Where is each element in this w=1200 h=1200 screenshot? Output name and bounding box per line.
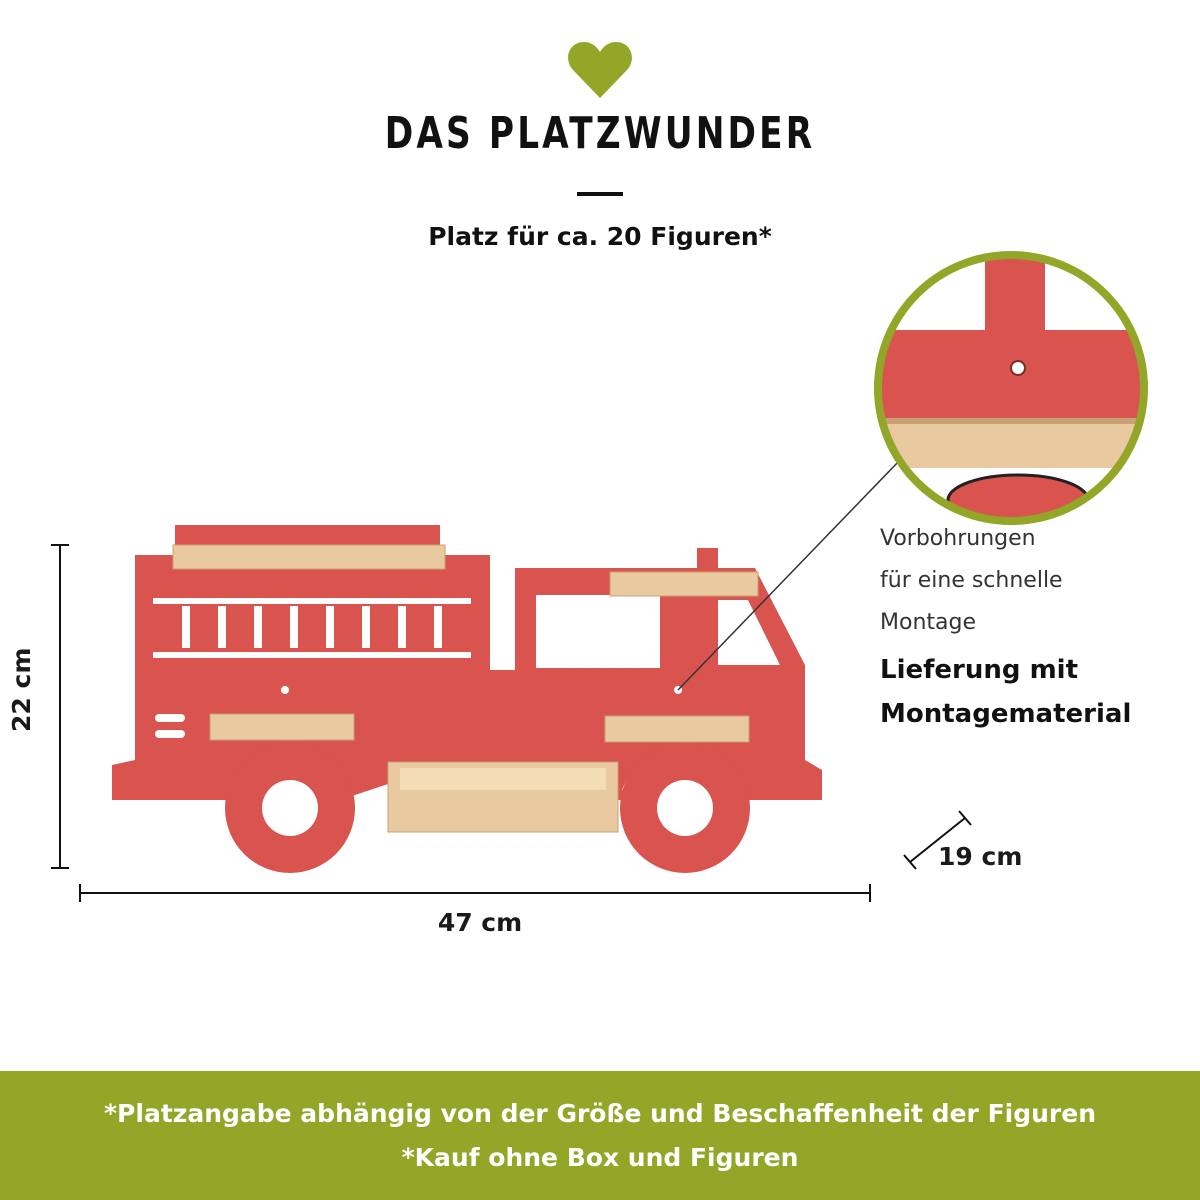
width-label: 47 cm [437,908,523,937]
mounting-callout: Vorbohrungen für eine schnelle Montage [880,518,1063,644]
delivery-line-2: Montagematerial [880,699,1132,729]
mounting-hole-zoom [881,258,1141,518]
page-title: DAS PLATZWUNDER [384,108,816,159]
heart-icon [568,42,632,98]
delivery-note: Lieferung mit Montagematerial [880,648,1131,736]
callout-line-3: Montage [880,610,976,635]
delivery-line-1: Lieferung mit [880,655,1078,685]
page-subtitle: Platz für ca. 20 Figuren* [428,222,772,251]
windshield [718,600,780,665]
callout-line-1: Vorbohrungen [880,526,1036,551]
footer-banner: *Platzangabe abhängig von der Größe und … [0,1071,1200,1200]
ladder-rungs [182,606,442,648]
depth-label: 19 cm [938,842,1023,871]
title-divider [577,192,623,196]
callout-line-2: für eine schnelle [880,568,1063,593]
cab-window [536,595,660,668]
footer-note-2: *Kauf ohne Box und Figuren [401,1143,799,1172]
height-label: 22 cm [7,647,36,732]
footer-note-1: *Platzangabe abhängig von der Größe und … [103,1099,1096,1128]
